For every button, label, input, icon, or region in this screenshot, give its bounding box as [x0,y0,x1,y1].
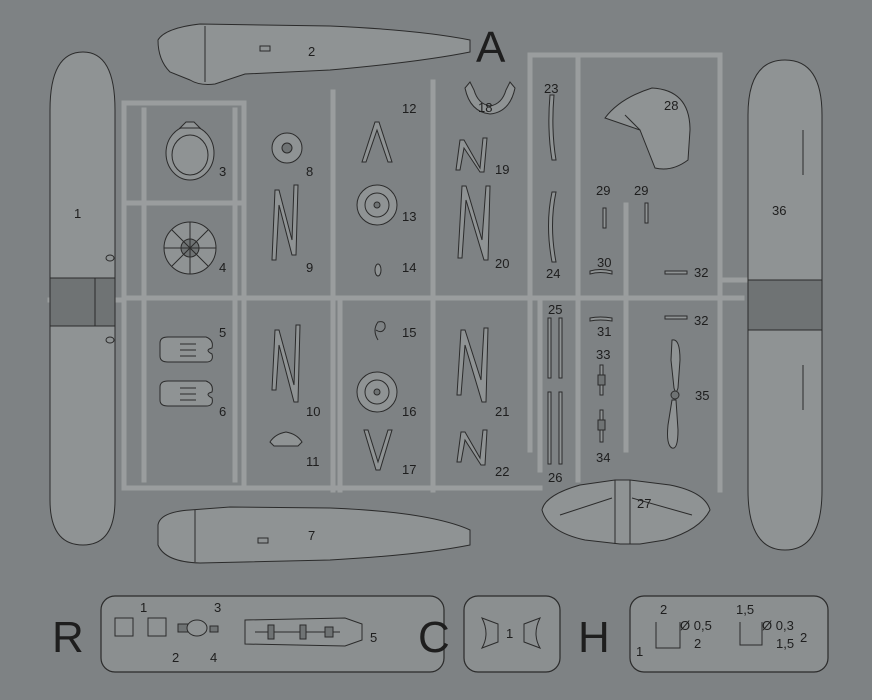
label-24: 24 [546,266,560,281]
part-3-cowling: 3 [165,121,226,181]
panel-c-letter: C [418,613,450,662]
label-36: 36 [772,203,786,218]
part-27-tailplane: 27 [541,479,711,545]
label-21: 21 [495,404,509,419]
label-31: 31 [597,324,611,339]
label-23: 23 [544,81,558,96]
panel-h-dim-a: 2 [660,602,667,617]
label-33: 33 [596,347,610,362]
label-9: 9 [306,260,313,275]
part-29-pair: 29 29 [596,183,649,229]
panel-c-clear-parts: C 1 [418,595,561,673]
label-29a: 29 [596,183,610,198]
part-25-rods: 25 [547,302,563,379]
label-18: 18 [478,100,492,115]
label-19: 19 [495,162,509,177]
label-7: 7 [308,528,315,543]
part-30: 30 [589,255,613,275]
part-5: 5 [159,325,226,363]
panel-h-dim-e: Ø 0,3 [762,618,794,633]
part-7-fuselage-half: 7 [157,506,471,564]
label-6: 6 [219,404,226,419]
part-16-wheel: 16 [356,371,416,419]
panel-r-n3: 3 [214,600,221,615]
part-20-strut: 20 [457,185,509,271]
label-16: 16 [402,404,416,419]
label-34: 34 [596,450,610,465]
panel-r-resin-parts: R 1 3 2 4 5 [52,595,445,673]
part-9-strut: 9 [271,184,313,275]
part-6: 6 [159,380,226,419]
part-33: 33 [596,347,610,396]
label-27: 27 [637,496,651,511]
part-4-engine: 4 [163,221,226,275]
part-8: 8 [271,132,313,179]
panel-h-dim-f: 1,5 [776,636,794,651]
label-2: 2 [308,44,315,59]
label-12: 12 [402,101,416,116]
part-35-propeller: 35 [667,339,709,449]
label-1: 1 [74,206,81,221]
label-20: 20 [495,256,509,271]
part-17-strut: 17 [363,429,416,477]
label-32b: 32 [694,313,708,328]
part-2-fuselage-half: 2 [157,23,471,85]
label-3: 3 [219,164,226,179]
label-28: 28 [664,98,678,113]
label-15: 15 [402,325,416,340]
label-35: 35 [695,388,709,403]
label-17: 17 [402,462,416,477]
sprue-letter: A [476,23,506,72]
label-26: 26 [548,470,562,485]
part-26-rods: 26 [547,391,563,485]
part-36-upper-wing: 36 [747,59,823,551]
label-25: 25 [548,302,562,317]
label-29b: 29 [634,183,648,198]
label-4: 4 [219,260,226,275]
label-30: 30 [597,255,611,270]
panel-h-wire-parts: H 2 Ø 0,5 2 1 1,5 Ø 0,3 1,5 2 [578,595,829,673]
part-1-lower-wing: 1 [49,51,116,546]
panel-r-letter: R [52,613,84,662]
part-13-wheel: 13 [356,184,416,226]
part-11: 11 [269,431,320,469]
part-31: 31 [589,316,613,339]
panel-h-n2: 2 [800,630,807,645]
part-12-strut: 12 [361,101,416,163]
part-19-strut: 19 [455,137,509,177]
sprue-frame [47,52,751,493]
panel-r-n1: 1 [140,600,147,615]
part-21-strut: 21 [456,327,509,419]
part-14: 14 [374,260,416,277]
panel-r-n5: 5 [370,630,377,645]
part-32-pair: 32 32 [664,265,708,328]
part-22-strut: 22 [456,429,509,479]
part-18: 18 [464,81,516,115]
panel-h-dim-d: 1,5 [736,602,754,617]
label-10: 10 [306,404,320,419]
label-11: 11 [306,454,320,469]
label-13: 13 [402,209,416,224]
panel-r-n2: 2 [172,650,179,665]
part-15: 15 [374,321,416,341]
panel-h-n1: 1 [636,644,643,659]
part-34: 34 [596,409,610,465]
panel-r-n4: 4 [210,650,217,665]
label-32a: 32 [694,265,708,280]
panel-h-dim-c: 2 [694,636,701,651]
panel-h-letter: H [578,613,610,662]
label-8: 8 [306,164,313,179]
part-23: 23 [544,81,558,161]
part-24: 24 [546,191,560,281]
panel-h-dim-b: Ø 0,5 [680,618,712,633]
part-28-fin: 28 [604,87,691,170]
label-14: 14 [402,260,416,275]
label-5: 5 [219,325,226,340]
label-22: 22 [495,464,509,479]
part-10-strut: 10 [271,324,320,419]
panel-c-n1: 1 [506,626,513,641]
